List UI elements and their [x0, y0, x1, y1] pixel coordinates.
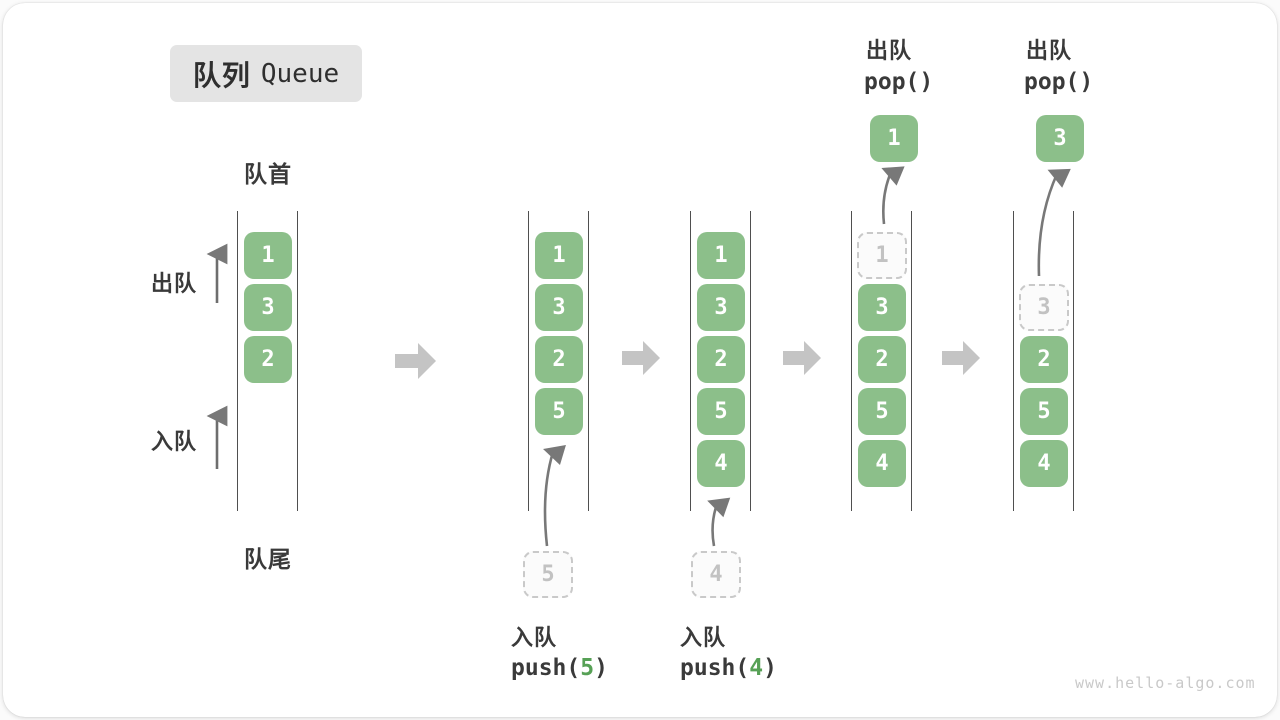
queue-item: 4	[858, 440, 906, 487]
queue-item: 2	[1020, 336, 1068, 383]
title-en: Queue	[260, 58, 340, 89]
queue-item: 5	[1020, 388, 1068, 435]
incoming-element: 4	[691, 551, 741, 598]
code-fn: push(	[511, 655, 581, 681]
popped-element: 1	[870, 115, 918, 162]
queue-item: 5	[535, 388, 583, 435]
queue-column-2: 1 3 2 5	[528, 211, 589, 511]
op-code-pop-1: pop()	[864, 69, 934, 95]
label-queue-front: 队首	[244, 161, 292, 187]
queue-item: 4	[1020, 440, 1068, 487]
incoming-element: 5	[523, 551, 573, 598]
title-chip: 队列 Queue	[170, 45, 362, 102]
code-close: )	[763, 655, 777, 681]
popped-element: 3	[1036, 115, 1084, 162]
queue-column-3: 1 3 2 5 4	[690, 211, 751, 511]
op-code-push-5: push(5)	[511, 655, 608, 681]
title-zh: 队列	[192, 59, 251, 91]
queue-item: 3	[858, 284, 906, 331]
op-label-enqueue: 入队	[680, 625, 727, 650]
queue-item: 3	[244, 284, 292, 331]
label-enqueue-side: 入队	[151, 429, 198, 454]
code-fn: push(	[680, 655, 750, 681]
queue-item: 3	[535, 284, 583, 331]
queue-item: 3	[697, 284, 745, 331]
label-queue-rear: 队尾	[244, 546, 292, 572]
queue-column-1: 1 3 2	[237, 211, 298, 511]
code-arg: 5	[580, 655, 595, 681]
label-dequeue-side: 出队	[151, 271, 198, 296]
code-close: )	[594, 655, 608, 681]
queue-column-5: 3 2 5 4	[1013, 211, 1074, 511]
queue-item: 2	[244, 336, 292, 383]
queue-column-4: 1 3 2 5 4	[851, 211, 912, 511]
dequeued-ghost: 1	[857, 232, 907, 279]
queue-item: 2	[535, 336, 583, 383]
queue-item: 2	[858, 336, 906, 383]
queue-item: 1	[535, 232, 583, 279]
op-label-enqueue: 入队	[511, 625, 558, 650]
diagram-card	[3, 3, 1277, 717]
queue-item: 5	[858, 388, 906, 435]
op-code-push-4: push(4)	[680, 655, 777, 681]
dequeued-ghost: 3	[1019, 284, 1069, 331]
queue-item: 5	[697, 388, 745, 435]
code-arg: 4	[749, 655, 764, 681]
queue-item: 4	[697, 440, 745, 487]
queue-item: 1	[244, 232, 292, 279]
queue-item: 2	[697, 336, 745, 383]
queue-item: 1	[697, 232, 745, 279]
op-label-dequeue: 出队	[1026, 38, 1073, 63]
watermark: www.hello-algo.com	[1075, 674, 1256, 692]
op-label-dequeue: 出队	[866, 38, 913, 63]
op-code-pop-2: pop()	[1024, 69, 1094, 95]
